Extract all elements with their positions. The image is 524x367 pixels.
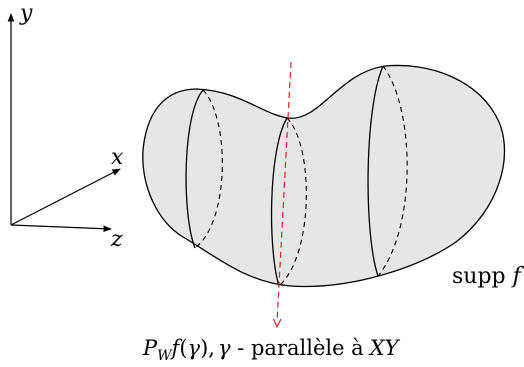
z-axis	[10, 224, 112, 233]
z-axis-label: z	[110, 227, 123, 252]
x-axis	[10, 168, 121, 226]
y-axis-label: y	[19, 1, 33, 26]
x-axis-label: x	[111, 145, 124, 170]
projection-ray	[276, 61, 292, 323]
projection-ray-arrowhead	[272, 318, 282, 329]
cross-section-middle-front	[270, 117, 288, 287]
cross-section-right-front	[367, 65, 384, 277]
cross-section-right-back	[377, 65, 408, 277]
support-label: supp f	[452, 264, 524, 289]
coordinate-axes: y x z	[7, 1, 124, 252]
cross-section-left-front	[185, 89, 204, 249]
cross-sections	[185, 65, 408, 287]
support-body	[142, 64, 506, 288]
cross-section-left-back	[194, 89, 223, 249]
